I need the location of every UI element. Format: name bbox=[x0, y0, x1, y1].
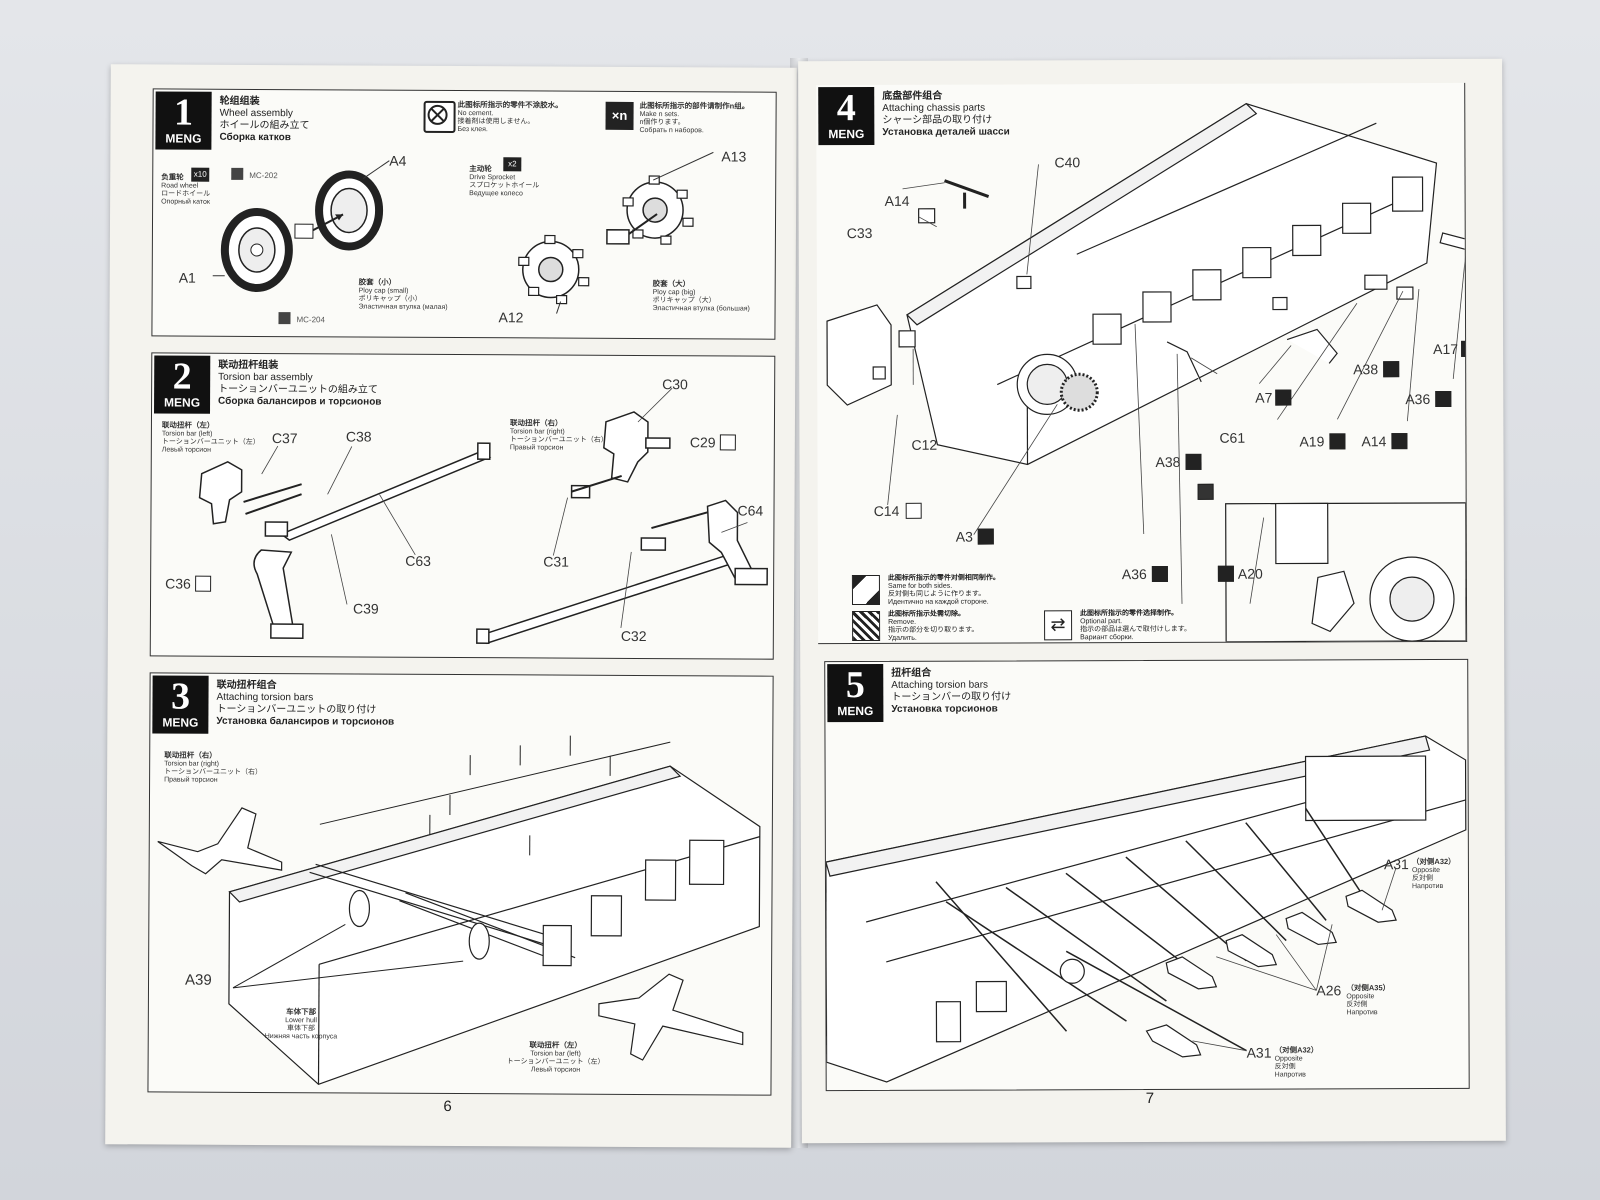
no-cement-icon bbox=[719, 434, 736, 451]
legend-optional-part: ⇄ 此图标所指示的零件选择制作。Optional part.指示の部品は選んで取… bbox=[1044, 610, 1244, 641]
same-both-sides-icon bbox=[1275, 389, 1292, 406]
part-label-a14: A14 bbox=[884, 192, 910, 209]
torsion-bars-hull-drawing bbox=[825, 735, 1467, 1083]
part-label-c33: C33 bbox=[846, 224, 873, 242]
part-label-a36: A36 bbox=[1121, 566, 1147, 583]
same-both-sides-icon bbox=[1217, 565, 1234, 582]
part-label-c30: C30 bbox=[662, 376, 688, 393]
part-label-a14: A14 bbox=[1361, 433, 1387, 450]
poly-cap-big-label: 胶套（大）Ploy cap (big)ポリキャップ（大）Эластичная в… bbox=[652, 279, 750, 313]
no-cement-icon bbox=[905, 502, 922, 519]
chassis-parts-drawing bbox=[826, 102, 1467, 643]
legend-remove: 此图标所指示处需切除。Remove.指示の部分を切り取ります。Удалить. bbox=[852, 610, 1052, 642]
same-both-sides-icon bbox=[1329, 433, 1346, 450]
part-label-c14: C14 bbox=[873, 502, 900, 519]
part-label-c37: C37 bbox=[271, 430, 298, 447]
part-label-c61: C61 bbox=[1219, 429, 1246, 446]
same-both-sides-icon bbox=[851, 574, 881, 606]
page-number-right: 7 bbox=[1145, 1089, 1155, 1108]
part-label-a36: A36 bbox=[1405, 391, 1431, 408]
no-cement-icon bbox=[195, 575, 212, 592]
part-label-c64: C64 bbox=[737, 502, 764, 519]
part-label-c32: C32 bbox=[620, 627, 647, 645]
part-label-c39: C39 bbox=[352, 600, 379, 617]
optional-arrows-icon: ⇄ bbox=[1044, 610, 1073, 641]
part-label-a38: A38 bbox=[1155, 453, 1181, 470]
part-label-a1: A1 bbox=[178, 269, 196, 286]
part-label-a17: A17 bbox=[1433, 340, 1459, 358]
same-both-sides-icon bbox=[1185, 453, 1202, 470]
part-label-a31: A31 bbox=[1383, 856, 1409, 873]
optional-part-icon bbox=[1197, 483, 1214, 500]
part-label-a20: A20 bbox=[1237, 565, 1263, 582]
part-label-a13: A13 bbox=[721, 148, 747, 165]
part-label-a3: A3 bbox=[955, 528, 973, 545]
same-both-sides-icon bbox=[1461, 340, 1468, 357]
part-label-c31: C31 bbox=[543, 553, 569, 570]
legend-same-both-sides: 此图标所指示的零件对侧相同制作。Same for both sides.反対側も… bbox=[851, 574, 1112, 606]
poly-cap-small-label: 胶套（小）Ploy cap (small)ポリキャップ（小）Эластичная… bbox=[358, 277, 448, 311]
part-label-a7: A7 bbox=[1255, 389, 1273, 406]
same-both-sides-icon bbox=[1391, 433, 1408, 450]
same-both-sides-icon bbox=[1435, 390, 1452, 408]
page-number-left: 6 bbox=[443, 1097, 452, 1116]
torsion-bar-drawing bbox=[198, 387, 768, 645]
same-both-sides-icon bbox=[1151, 565, 1168, 583]
part-label-c63: C63 bbox=[405, 552, 431, 569]
part-label-c12: C12 bbox=[911, 436, 938, 453]
part-label-a31: A31 bbox=[1246, 1044, 1272, 1061]
same-both-sides-icon bbox=[1383, 361, 1400, 378]
torsion-left-label: 联动扭杆（左）Torsion bar (left)トーションバーユニット（左）Л… bbox=[506, 1040, 605, 1074]
part-label-c29: C29 bbox=[689, 434, 716, 451]
part-label-c40: C40 bbox=[1054, 154, 1081, 171]
part-label-c36: C36 bbox=[165, 575, 191, 592]
part-label-a26: A26 bbox=[1316, 982, 1342, 999]
part-label-a19: A19 bbox=[1299, 433, 1325, 450]
part-label-a38: A38 bbox=[1353, 361, 1379, 378]
part-label-c38: C38 bbox=[345, 428, 372, 445]
part-label-a39: A39 bbox=[184, 971, 212, 989]
wheel-assembly-drawing bbox=[212, 151, 714, 314]
hull-torsion-drawing bbox=[157, 735, 761, 1085]
same-both-sides-icon bbox=[977, 528, 994, 545]
no-cement-icon bbox=[423, 100, 456, 134]
part-label-a12: A12 bbox=[498, 309, 524, 326]
remove-icon bbox=[852, 610, 881, 642]
part-label-a4: A4 bbox=[389, 152, 407, 169]
